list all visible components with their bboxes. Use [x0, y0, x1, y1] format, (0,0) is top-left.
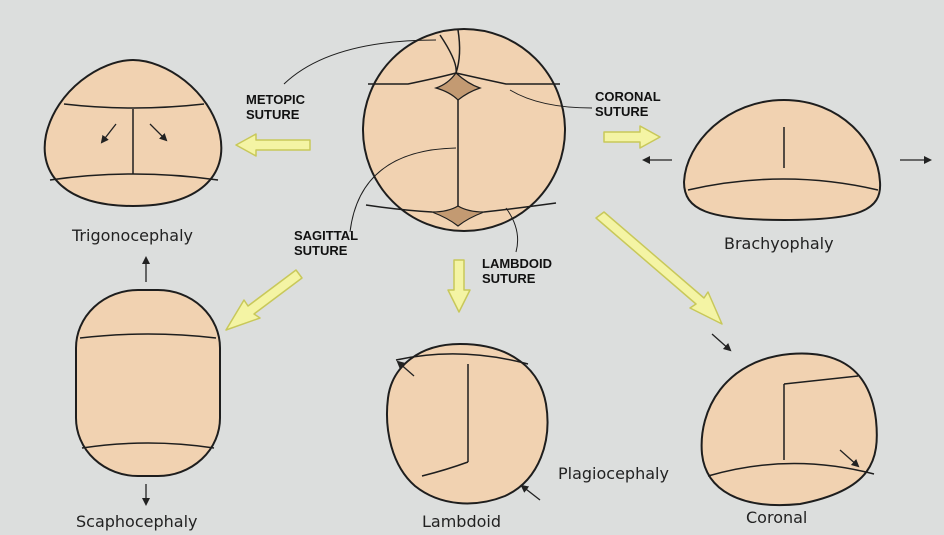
sagittal-suture-label: SAGITTAL SUTURE [294, 228, 358, 258]
trigonocephaly-label: Trigonocephaly [72, 226, 193, 245]
scaphocephaly-skull [76, 258, 220, 504]
arrow-to-lambdoid [448, 260, 470, 312]
coronal-suture-label: CORONAL SUTURE [595, 89, 661, 119]
normal-skull [363, 29, 565, 231]
lambdoid-label-line1: LAMBDOID [482, 256, 552, 271]
trigonocephaly-skull [45, 60, 222, 206]
coronal-label: Coronal [746, 508, 807, 527]
lambdoid-suture-label: LAMBDOID SUTURE [482, 256, 552, 286]
sagittal-label-line2: SUTURE [294, 243, 358, 258]
scaphocephaly-label: Scaphocephaly [76, 512, 198, 531]
metopic-label-line1: METOPIC [246, 92, 305, 107]
arrow-to-scaphocephaly [226, 270, 302, 330]
arrow-to-trigonocephaly [236, 134, 310, 156]
coronal-label-line1: CORONAL [595, 89, 661, 104]
brachyophaly-label: Brachyophaly [724, 234, 834, 253]
lambdoid-label-line2: SUTURE [482, 271, 552, 286]
lambdoid-label: Lambdoid [422, 512, 501, 531]
lambdoid-plagiocephaly-skull [387, 344, 547, 503]
sagittal-label-line1: SAGITTAL [294, 228, 358, 243]
metopic-suture-label: METOPIC SUTURE [246, 92, 305, 122]
arrow-to-brachycephaly [604, 126, 660, 148]
metopic-label-line2: SUTURE [246, 107, 305, 122]
arrow-to-coronal [596, 212, 722, 324]
plagiocephaly-label: Plagiocephaly [558, 464, 669, 483]
coronal-label-line2: SUTURE [595, 104, 661, 119]
coronal-plagiocephaly-skull [702, 334, 877, 505]
brachycephaly-skull [644, 100, 930, 220]
